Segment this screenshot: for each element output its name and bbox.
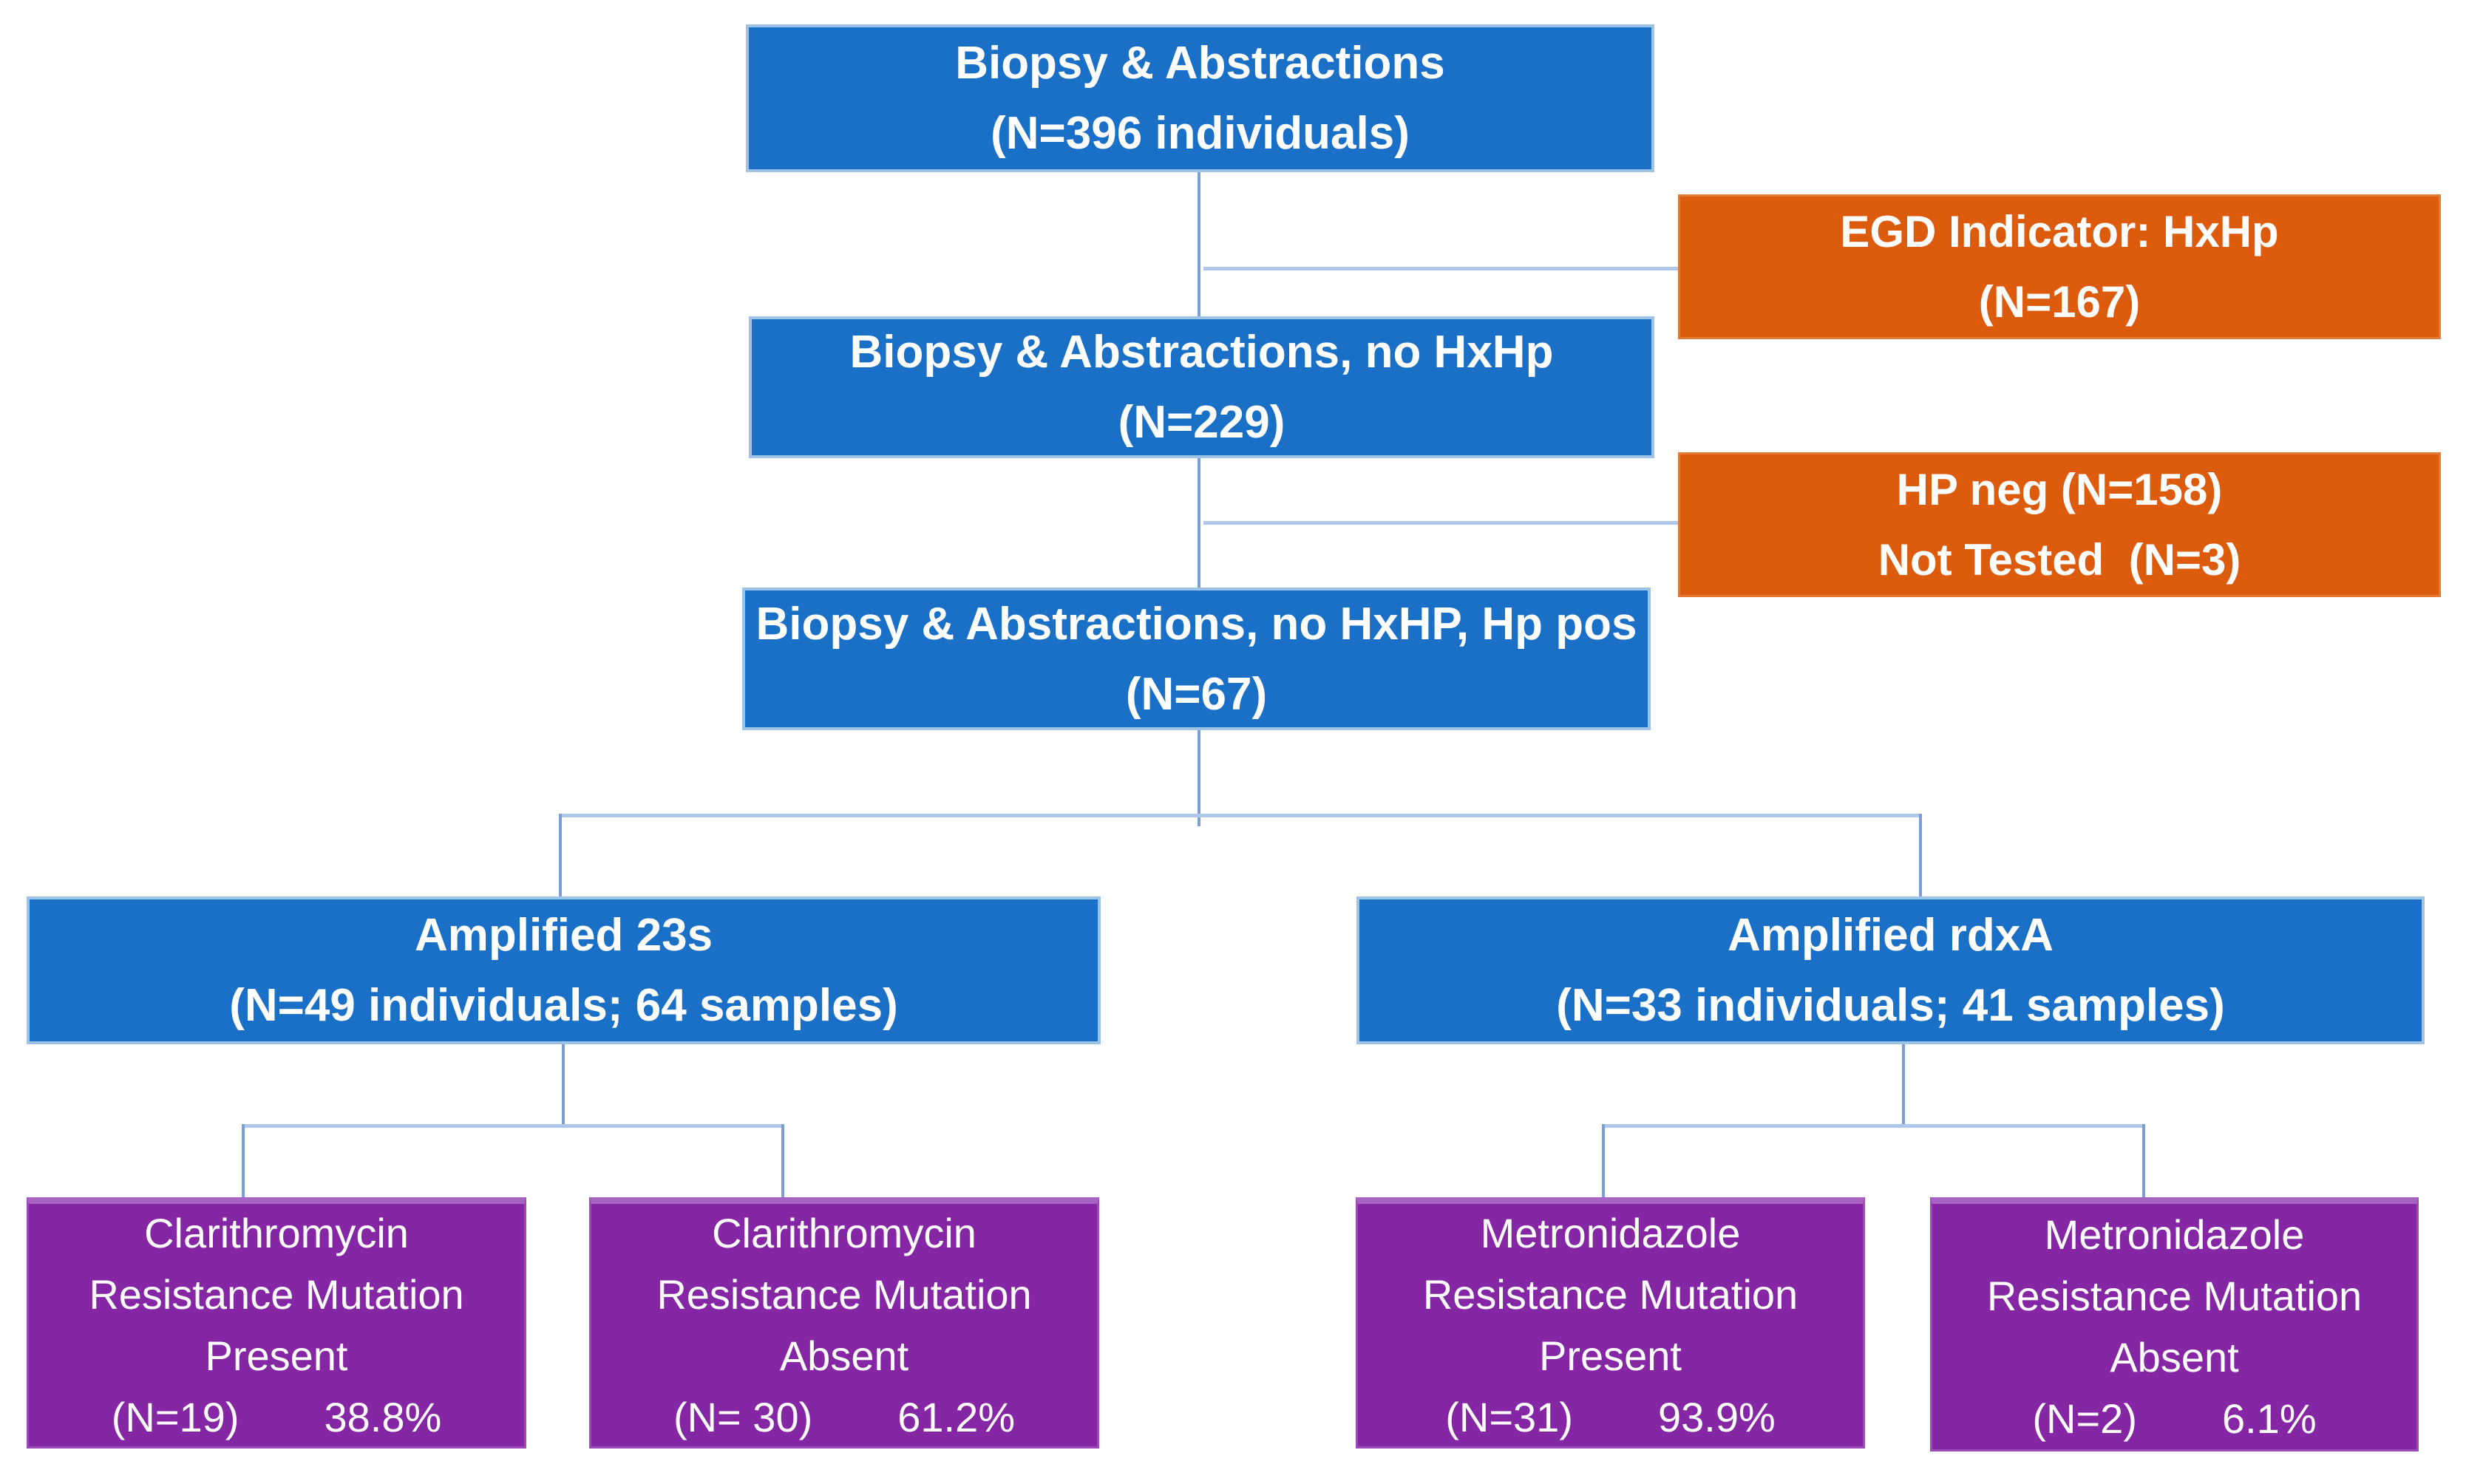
connector-split-to-amp23s xyxy=(559,814,562,896)
connector-nohxhp-to-hppos xyxy=(1198,458,1200,588)
node-biopsy-no-hxhp: Biopsy & Abstractions, no HxHp (N=229) xyxy=(749,316,1654,458)
node-amplified-rdxa: Amplified rdxA (N=33 individuals; 41 sam… xyxy=(1356,896,2425,1044)
node-line: Resistance Mutation xyxy=(1422,1270,1798,1318)
node-line: Amplified 23s xyxy=(414,910,713,961)
node-line: (N=396 individuals) xyxy=(991,108,1410,159)
node-line: Present xyxy=(1539,1332,1682,1379)
node-line: (N=167) xyxy=(1978,277,2141,327)
node-line: (N=67) xyxy=(1125,668,1268,720)
node-clarithromycin-absent: Clarithromycin Resistance Mutation Absen… xyxy=(589,1197,1099,1449)
node-line: Clarithromycin xyxy=(144,1209,409,1256)
node-line: Metronidazole xyxy=(1480,1209,1741,1256)
node-line: (N=229) xyxy=(1118,397,1285,448)
connector-to-metro-absent xyxy=(2142,1124,2145,1197)
connector-hppos-down xyxy=(1198,730,1200,826)
node-line: Biopsy & Abstractions, no HxHP, Hp pos xyxy=(755,598,1637,650)
n-count: (N= 30) xyxy=(673,1393,813,1440)
n-count: (N=2) xyxy=(2032,1395,2137,1442)
node-metronidazole-absent: Metronidazole Resistance Mutation Absent… xyxy=(1930,1197,2419,1451)
percentage: 61.2% xyxy=(897,1393,1016,1440)
connector-branch-to-egd xyxy=(1203,267,1678,270)
connector-to-clar-present xyxy=(242,1124,245,1197)
node-amplified-23s: Amplified 23s (N=49 individuals; 64 samp… xyxy=(27,896,1101,1044)
n-count: (N=19) xyxy=(111,1393,240,1440)
connector-to-clar-absent xyxy=(781,1124,784,1197)
node-line: Absent xyxy=(2110,1333,2239,1381)
node-biopsy-abstractions: Biopsy & Abstractions (N=396 individuals… xyxy=(746,24,1654,172)
node-line: (N=33 individuals; 41 samples) xyxy=(1556,980,2225,1031)
percentage: 6.1% xyxy=(2221,1395,2317,1442)
node-line: Resistance Mutation xyxy=(656,1270,1032,1318)
node-line: HP neg (N=158) xyxy=(1896,465,2223,514)
node-stat-row: (N= 30) 61.2% xyxy=(673,1393,1016,1440)
node-line: Absent xyxy=(779,1332,909,1379)
node-line: Amplified rdxA xyxy=(1728,910,2054,961)
node-egd-indicator-hxhp: EGD Indicator: HxHp (N=167) xyxy=(1678,194,2441,339)
node-clarithromycin-present: Clarithromycin Resistance Mutation Prese… xyxy=(27,1197,526,1449)
connector-branch-to-hpneg xyxy=(1203,521,1678,525)
node-stat-row: (N=2) 6.1% xyxy=(2032,1395,2317,1442)
node-line: EGD Indicator: HxHp xyxy=(1840,207,2279,256)
connector-root-to-nohxhp xyxy=(1198,172,1200,316)
node-hp-neg-not-tested: HP neg (N=158) Not Tested (N=3) xyxy=(1678,452,2441,597)
node-line: (N=49 individuals; 64 samples) xyxy=(229,980,898,1031)
node-line: Present xyxy=(205,1332,348,1379)
node-stat-row: (N=31) 93.9% xyxy=(1445,1393,1776,1440)
n-count: (N=31) xyxy=(1445,1393,1573,1440)
node-line: Clarithromycin xyxy=(712,1209,976,1256)
connector-rdxa-split xyxy=(1602,1124,2145,1128)
node-line: Not Tested (N=3) xyxy=(1878,535,2241,585)
node-line: Biopsy & Abstractions, no HxHp xyxy=(849,327,1554,378)
node-stat-row: (N=19) 38.8% xyxy=(111,1393,442,1440)
node-line: Metronidazole xyxy=(2044,1211,2305,1258)
node-line: Resistance Mutation xyxy=(1986,1272,2363,1319)
connector-amprdxa-down xyxy=(1902,1044,1905,1126)
percentage: 38.8% xyxy=(324,1393,442,1440)
node-biopsy-no-hxhp-hp-pos: Biopsy & Abstractions, no HxHP, Hp pos (… xyxy=(742,588,1651,730)
connector-split-to-amprdxa xyxy=(1919,814,1922,896)
connector-main-split xyxy=(559,814,1922,817)
connector-amp23s-down xyxy=(562,1044,565,1126)
connector-to-metro-present xyxy=(1602,1124,1605,1197)
node-metronidazole-present: Metronidazole Resistance Mutation Presen… xyxy=(1356,1197,1865,1449)
connector-23s-split xyxy=(242,1124,784,1128)
node-line: Biopsy & Abstractions xyxy=(955,38,1445,89)
percentage: 93.9% xyxy=(1657,1393,1776,1440)
node-line: Resistance Mutation xyxy=(89,1270,464,1318)
